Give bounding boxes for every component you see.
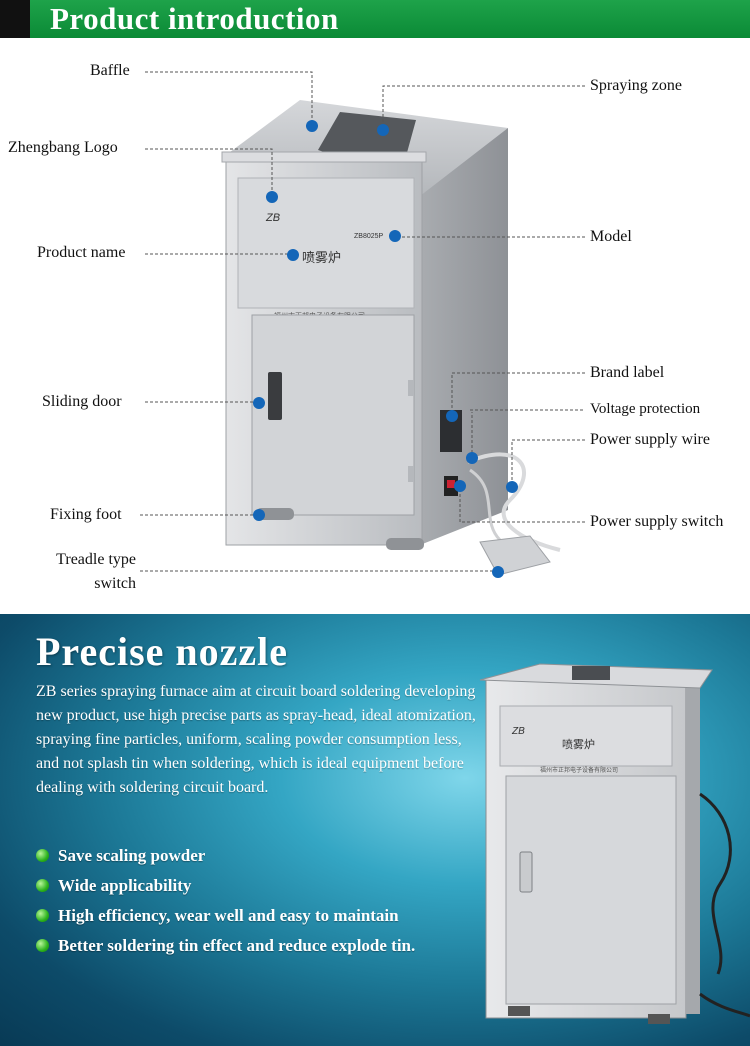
label-power-supply-wire: Power supply wire	[590, 431, 710, 448]
label-sliding-door: Sliding door	[42, 393, 122, 410]
label-treadle-line1: Treadle type	[56, 551, 136, 568]
feature-item: High efficiency, wear well and easy to m…	[36, 904, 399, 928]
machine2-name: 喷雾炉	[562, 738, 595, 751]
label-logo: Zhengbang Logo	[8, 139, 118, 156]
section-header: Product introduction	[0, 0, 750, 38]
machine2-door	[505, 775, 677, 1005]
green-bullet-icon	[36, 938, 49, 952]
label-fixing-foot: Fixing foot	[50, 506, 122, 523]
green-bullet-icon	[36, 848, 49, 862]
label-spraying-zone: Spraying zone	[590, 77, 682, 94]
feature-item: Save scaling powder	[36, 844, 205, 868]
machine2-company: 福州市正邦电子设备有限公司	[540, 766, 618, 774]
machine-logo-text: ZB	[265, 212, 280, 224]
label-product-name: Product name	[37, 244, 126, 261]
product-diagram: ZB ZB8025P 喷雾炉 福州市正邦电子设备有限公司	[0, 38, 750, 614]
door-handle	[268, 372, 282, 420]
label-power-supply-switch: Power supply switch	[590, 513, 724, 530]
nozzle-description: ZB series spraying furnace aim at circui…	[36, 683, 476, 796]
machine-illustration: ZB ZB8025P 喷雾炉 福州市正邦电子设备有限公司	[140, 71, 585, 578]
header-green-bar	[30, 0, 750, 38]
label-markers	[253, 120, 518, 578]
feature-item: Better soldering tin effect and reduce e…	[36, 934, 415, 958]
precise-nozzle-section: ZB 喷雾炉 福州市正邦电子设备有限公司 Precise nozzle ZB s…	[0, 614, 750, 1046]
section-title: Product introduction	[50, 1, 339, 36]
header-black-block	[0, 0, 30, 38]
label-voltage-protection: Voltage protection	[590, 401, 701, 417]
label-treadle-line2: switch	[94, 575, 136, 592]
label-model: Model	[590, 228, 632, 245]
nozzle-title: Precise nozzle	[36, 629, 289, 674]
feature-item: Wide applicability	[36, 874, 191, 898]
second-machine-illustration: ZB 喷雾炉 福州市正邦电子设备有限公司	[479, 663, 750, 1024]
treadle-switch-body	[479, 535, 551, 576]
label-brand-label: Brand label	[590, 364, 665, 381]
green-bullet-icon	[36, 908, 49, 922]
foot-left	[256, 508, 294, 520]
label-baffle: Baffle	[90, 62, 130, 79]
green-bullet-icon	[36, 878, 49, 892]
machine2-logo: ZB	[511, 726, 525, 737]
machine-name-text: 喷雾炉	[302, 251, 341, 266]
machine-model-text: ZB8025P	[354, 233, 384, 240]
foot-right	[386, 538, 424, 550]
brand-label-plate	[440, 410, 462, 452]
